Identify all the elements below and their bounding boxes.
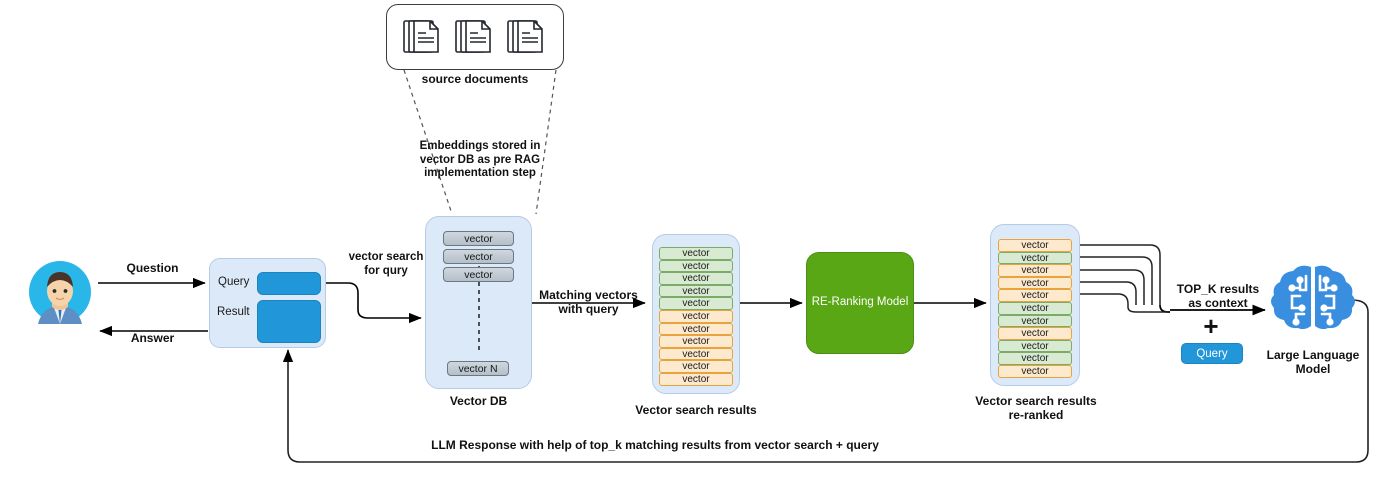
vector-search-result-row: vector [659, 284, 733, 298]
reranked-result-row: vector [998, 239, 1072, 252]
result-label: Result [217, 306, 250, 318]
reranked-result-row: vector [998, 251, 1072, 265]
vector-db-panel [425, 216, 532, 389]
document-stack-icon [507, 20, 543, 53]
result-box[interactable] [257, 300, 321, 343]
vector-search-result-row: vector [659, 297, 733, 310]
reranked-result-row: vector [998, 327, 1072, 340]
vector-search-result-row: vector [659, 259, 733, 273]
vector-search-result-row: vector [659, 247, 733, 260]
vector-search-edge-label: vector search for qury [348, 251, 424, 277]
query-label: Query [218, 276, 250, 288]
query-box[interactable] [257, 272, 321, 295]
arrow-llm-response-feedback [282, 299, 1369, 463]
vector-db-row-n: vector N [447, 361, 509, 376]
arrow-vector-search [326, 282, 422, 324]
plus-sign: + [1203, 311, 1219, 341]
reranked-result-row: vector [998, 365, 1072, 378]
document-stack-icon [455, 20, 491, 53]
embeddings-funnel [403, 69, 557, 215]
llm-label: Large Language Model [1266, 348, 1360, 377]
brain-circuit-icon [1271, 265, 1355, 330]
vector-search-result-row: vector [659, 347, 733, 361]
topk-edge-label: TOP_K results as context [1176, 282, 1260, 311]
reranked-result-row: vector [998, 289, 1072, 302]
vector-search-result-row: vector [659, 335, 733, 348]
feedback-edge-label: LLM Response with help of top_k matching… [431, 438, 879, 452]
vector-db-row: vector [443, 267, 514, 282]
vector-search-results-label: Vector search results [635, 403, 757, 417]
source-documents-panel [386, 4, 564, 70]
vector-db-row: vector [443, 249, 514, 264]
vector-search-result-row: vector [659, 322, 733, 336]
reranked-result-row: vector [998, 314, 1072, 328]
answer-edge-label: Answer [130, 331, 175, 345]
document-stack-icon [403, 20, 439, 53]
embeddings-note: Embeddings stored in vector DB as pre RA… [419, 140, 541, 180]
reranked-results-label: Vector search results re-ranked [975, 394, 1097, 423]
reranking-model-box[interactable]: RE-Ranking Model [806, 252, 914, 354]
reranked-result-row: vector [998, 339, 1072, 353]
reranked-result-row: vector [998, 352, 1072, 365]
vector-db-row: vector [443, 231, 514, 246]
vector-db-dashed-divider [478, 266, 480, 350]
vector-search-result-row: vector [659, 310, 733, 323]
vector-search-result-row: vector [659, 373, 733, 386]
query-chip[interactable]: Query [1181, 343, 1243, 364]
reranked-result-row: vector [998, 302, 1072, 315]
matching-vectors-edge-label: Matching vectors with query [539, 288, 638, 317]
vector-search-result-row: vector [659, 272, 733, 285]
reranked-result-row: vector [998, 276, 1072, 290]
vector-db-label: Vector DB [449, 394, 508, 408]
source-documents-label: source documents [421, 72, 529, 86]
user-avatar [29, 261, 91, 324]
topk-bus [1062, 244, 1161, 307]
question-edge-label: Question [126, 261, 179, 275]
vector-search-result-row: vector [659, 360, 733, 373]
reranked-result-row: vector [998, 264, 1072, 277]
